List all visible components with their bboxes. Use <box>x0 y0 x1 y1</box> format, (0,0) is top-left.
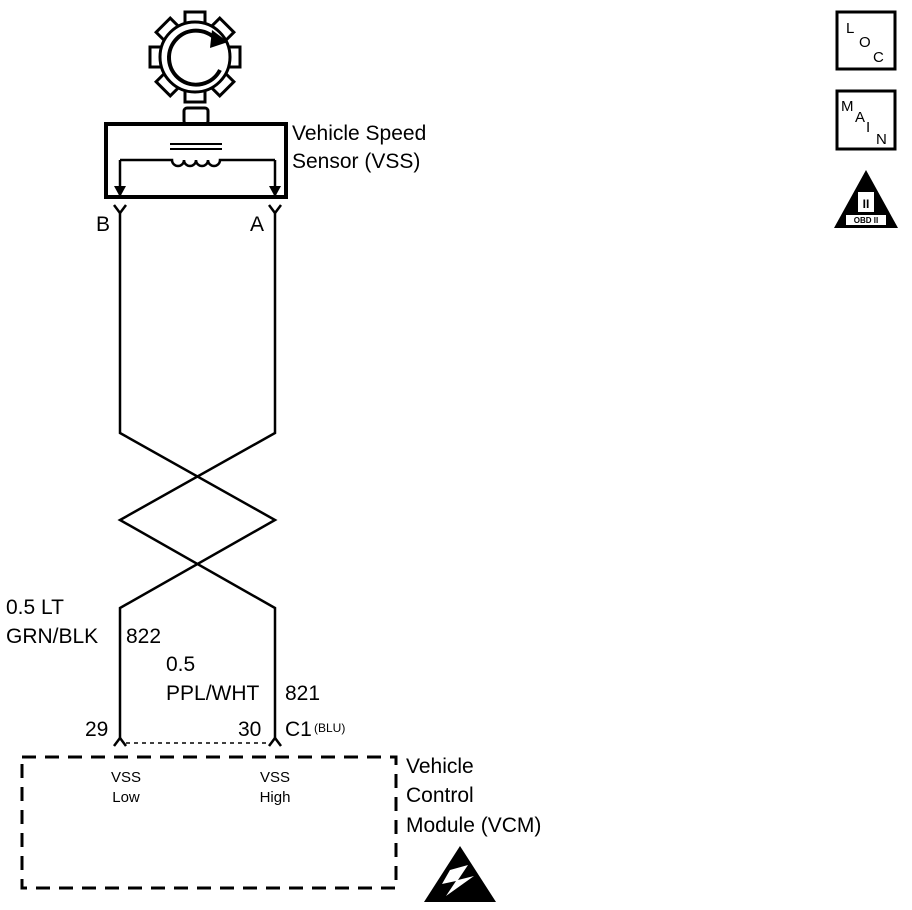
module-label-line1: Vehicle <box>406 755 474 778</box>
coil-icon <box>120 158 275 168</box>
pin-high-number: 30 <box>238 718 261 741</box>
obd-ii-icon: II OBD II <box>834 170 898 228</box>
sensor-tip <box>182 106 210 126</box>
module-label-line3: Module (VCM) <box>406 814 541 837</box>
wire-low-gauge: 0.5 LT <box>6 596 64 619</box>
vcm-pin-low-line1: VSS <box>111 769 141 786</box>
wire-high-circuit: 821 <box>285 682 320 705</box>
svg-text:L: L <box>846 20 854 37</box>
main-icon: M A I N <box>835 89 897 151</box>
svg-text:II: II <box>863 197 870 211</box>
module-terminal-forks <box>113 735 282 747</box>
svg-text:I: I <box>866 119 870 136</box>
vss-sensor-box <box>104 122 288 199</box>
wire-high-gauge: 0.5 <box>166 653 195 676</box>
reluctor-wheel-icon <box>148 10 242 104</box>
svg-text:N: N <box>876 131 887 148</box>
svg-text:O: O <box>859 34 871 51</box>
connector-color: (BLU) <box>314 721 345 735</box>
wire-low-circuit: 822 <box>126 625 161 648</box>
pin-low-number: 29 <box>85 718 108 741</box>
sensor-label-line1: Vehicle Speed <box>292 122 426 145</box>
svg-text:OBD II: OBD II <box>854 216 878 225</box>
connector-name: C1 <box>285 718 312 741</box>
svg-text:C: C <box>873 49 884 66</box>
terminal-b-label: B <box>96 213 110 236</box>
sensor-label-line2: Sensor (VSS) <box>292 150 420 173</box>
wire-low-color: GRN/BLK <box>6 625 98 648</box>
loc-icon: L O C <box>835 10 897 71</box>
sensor-terminal-forks <box>113 204 282 216</box>
svg-text:A: A <box>855 109 865 126</box>
svg-text:M: M <box>841 98 854 115</box>
twisted-pair-wires <box>117 213 278 738</box>
vcm-pin-low-line2: Low <box>112 789 140 806</box>
vcm-pin-high-line2: High <box>260 789 291 806</box>
vcm-pin-high-line1: VSS <box>260 769 290 786</box>
wire-high-color: PPL/WHT <box>166 682 260 705</box>
module-label-line2: Control <box>406 784 474 807</box>
vcm-module-box <box>20 755 398 890</box>
terminal-a-label: A <box>250 213 264 236</box>
esd-warning-icon <box>424 846 496 902</box>
